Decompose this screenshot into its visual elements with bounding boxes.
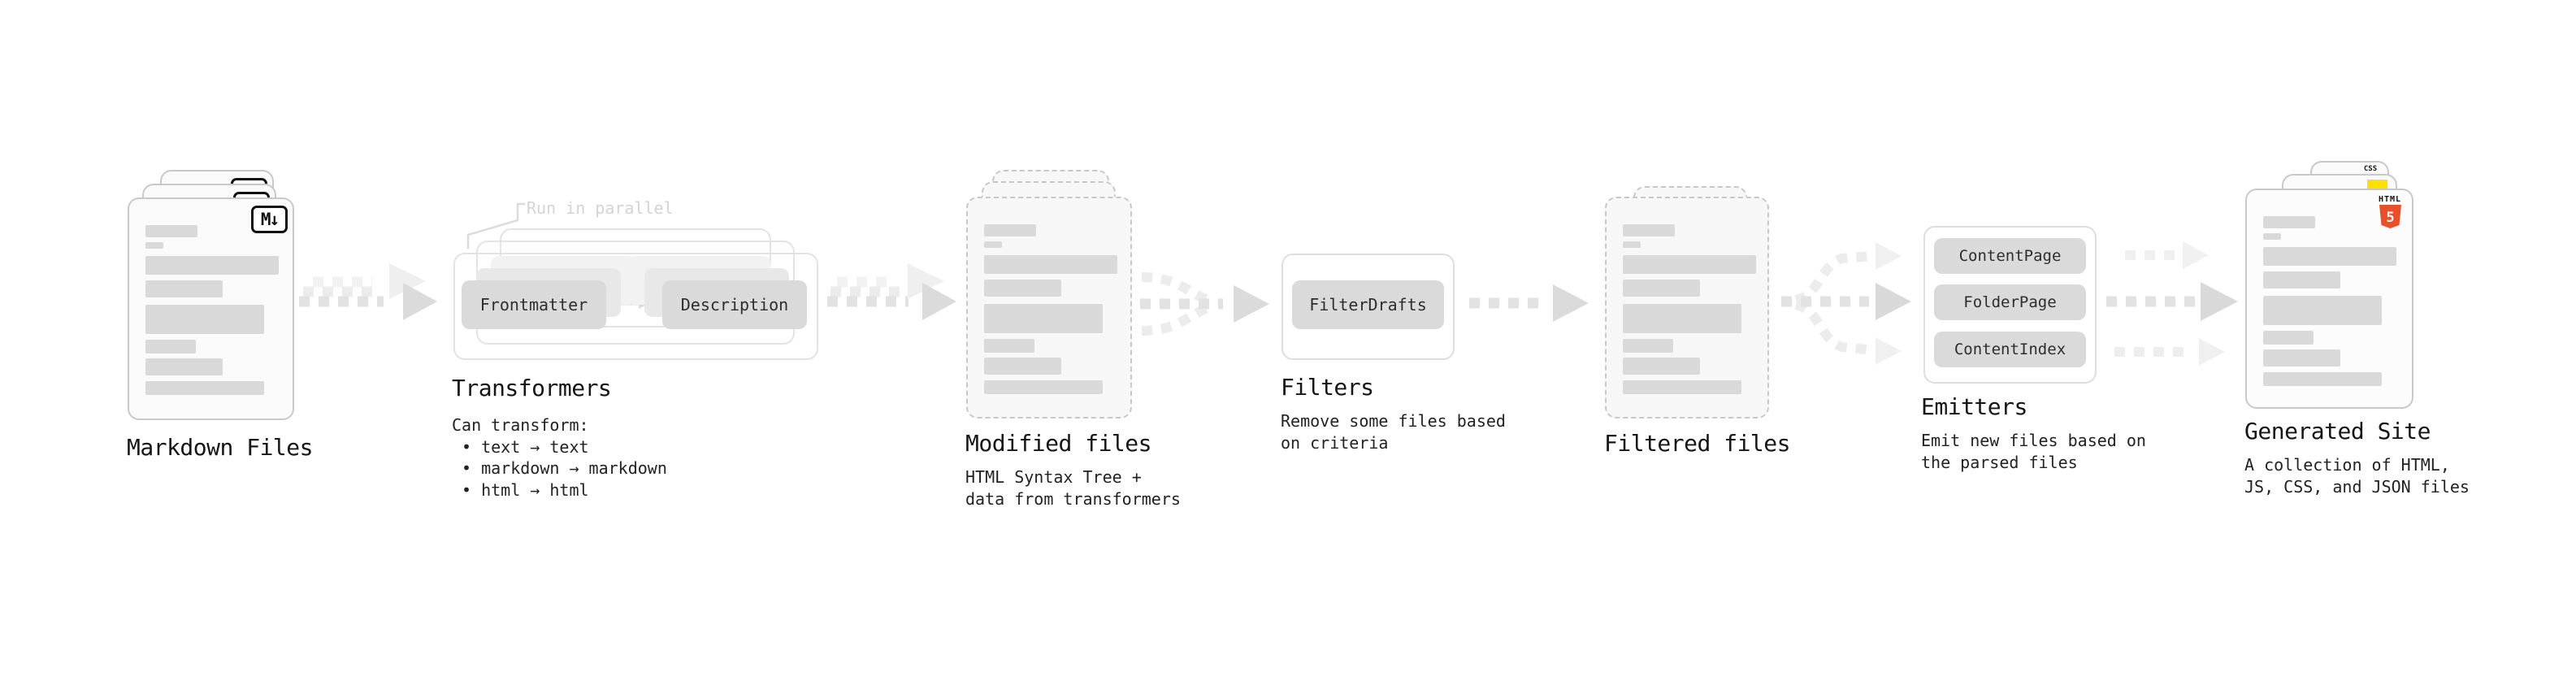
stage-title-emitters: Emitters bbox=[1921, 393, 2027, 420]
bullet-item: • html → html bbox=[462, 479, 589, 500]
description-line: Remove some files based bbox=[1281, 411, 1506, 431]
arrow-modified-to-filters bbox=[1140, 272, 1269, 336]
placeholder-bar bbox=[2263, 372, 2382, 386]
can-transform-heading: Can transform: bbox=[452, 415, 589, 435]
description-line: Emit new files based on bbox=[1921, 431, 2146, 450]
placeholder-bar bbox=[2263, 271, 2340, 288]
run-in-parallel-note: Run in parallel bbox=[527, 198, 674, 218]
stage-title-generated-site: Generated Site bbox=[2244, 418, 2431, 445]
placeholder-bar bbox=[145, 358, 223, 375]
svg-text:5: 5 bbox=[2386, 210, 2394, 226]
placeholder-bar bbox=[145, 340, 196, 354]
note-leader-line bbox=[466, 202, 525, 249]
bullet-item: • markdown → markdown bbox=[462, 458, 667, 478]
transformer-frontmatter-chip: Frontmatter bbox=[462, 280, 606, 329]
description-line: on criteria bbox=[1281, 432, 1389, 453]
placeholder-bar bbox=[145, 305, 264, 334]
placeholder-bar bbox=[145, 242, 163, 249]
description-line: the parsed files bbox=[1921, 452, 2078, 472]
transformer-description-chip: Description bbox=[662, 280, 807, 329]
html5-icon-label: HTML bbox=[2378, 195, 2402, 204]
emitter-contentindex-chip: ContentIndex bbox=[1934, 332, 2086, 367]
description-line: HTML Syntax Tree + bbox=[965, 467, 1142, 487]
arrow-emitters-to-generated bbox=[2106, 241, 2238, 366]
stage-title-filters: Filters bbox=[1281, 374, 1374, 401]
filters-description: Remove some files based on criteria bbox=[1281, 410, 1506, 453]
placeholder-bar bbox=[1623, 255, 1756, 274]
placeholder-bar bbox=[1623, 304, 1741, 333]
placeholder-bar bbox=[984, 304, 1103, 333]
stage-title-transformers: Transformers bbox=[452, 375, 612, 401]
description-line: A collection of HTML, bbox=[2244, 455, 2450, 475]
markdown-file-card: M↓ bbox=[128, 197, 294, 420]
emitter-folderpage-chip: FolderPage bbox=[1934, 284, 2086, 320]
arrow-markdown-to-transformers bbox=[299, 263, 437, 320]
placeholder-bar bbox=[984, 358, 1061, 375]
markdown-icon: M↓ bbox=[251, 206, 288, 233]
placeholder-bar bbox=[984, 380, 1103, 394]
placeholder-bar bbox=[984, 241, 1002, 248]
modified-file-card bbox=[966, 197, 1132, 419]
placeholder-bar bbox=[145, 256, 279, 275]
description-line: JS, CSS, and JSON files bbox=[2244, 476, 2470, 497]
filter-drafts-chip: FilterDrafts bbox=[1292, 280, 1444, 329]
placeholder-bar bbox=[1623, 339, 1673, 353]
placeholder-bar bbox=[1623, 224, 1675, 236]
emitters-description: Emit new files based on the parsed files bbox=[1921, 430, 2146, 473]
bullet-item: • text → text bbox=[462, 436, 589, 457]
html5-shield: 5 bbox=[2379, 205, 2401, 228]
placeholder-bar bbox=[1623, 380, 1741, 394]
stage-title-markdown-files: Markdown Files bbox=[127, 434, 314, 461]
emitter-contentpage-chip: ContentPage bbox=[1934, 238, 2086, 274]
stage-title-filtered-files: Filtered files bbox=[1604, 430, 1791, 457]
transformers-description: Can transform: • text → text • markdown … bbox=[452, 414, 667, 501]
html5-icon: HTML 5 bbox=[2375, 195, 2405, 228]
placeholder-bar bbox=[984, 255, 1117, 274]
placeholder-bar bbox=[2263, 233, 2281, 240]
filtered-file-card bbox=[1605, 197, 1769, 419]
css-icon-label: CSS bbox=[2363, 165, 2378, 173]
placeholder-bar bbox=[145, 381, 264, 395]
transformer-frame-front bbox=[453, 253, 818, 360]
js-icon bbox=[2367, 180, 2387, 191]
generated-site-description: A collection of HTML, JS, CSS, and JSON … bbox=[2244, 454, 2470, 497]
placeholder-bar bbox=[145, 280, 223, 297]
arrow-transformers-to-modified bbox=[827, 263, 956, 320]
placeholder-bar bbox=[2263, 349, 2340, 367]
placeholder-bar bbox=[2263, 296, 2382, 325]
generated-site-card: HTML 5 bbox=[2245, 189, 2413, 409]
modified-files-description: HTML Syntax Tree + data from transformer… bbox=[965, 466, 1181, 510]
arrow-filters-to-filtered bbox=[1469, 284, 1589, 322]
placeholder-bar bbox=[2263, 216, 2315, 228]
placeholder-bar bbox=[1623, 280, 1700, 297]
placeholder-bar bbox=[1623, 358, 1700, 375]
placeholder-bar bbox=[984, 224, 1036, 236]
stage-title-modified-files: Modified files bbox=[965, 430, 1152, 457]
placeholder-bar bbox=[984, 280, 1061, 297]
placeholder-bar bbox=[145, 225, 197, 237]
placeholder-bar bbox=[1623, 241, 1641, 248]
description-line: data from transformers bbox=[965, 488, 1181, 509]
placeholder-bar bbox=[2263, 331, 2314, 345]
arrow-filtered-to-emitters bbox=[1781, 242, 1911, 365]
placeholder-bar bbox=[2263, 247, 2396, 266]
placeholder-bar bbox=[984, 339, 1034, 353]
